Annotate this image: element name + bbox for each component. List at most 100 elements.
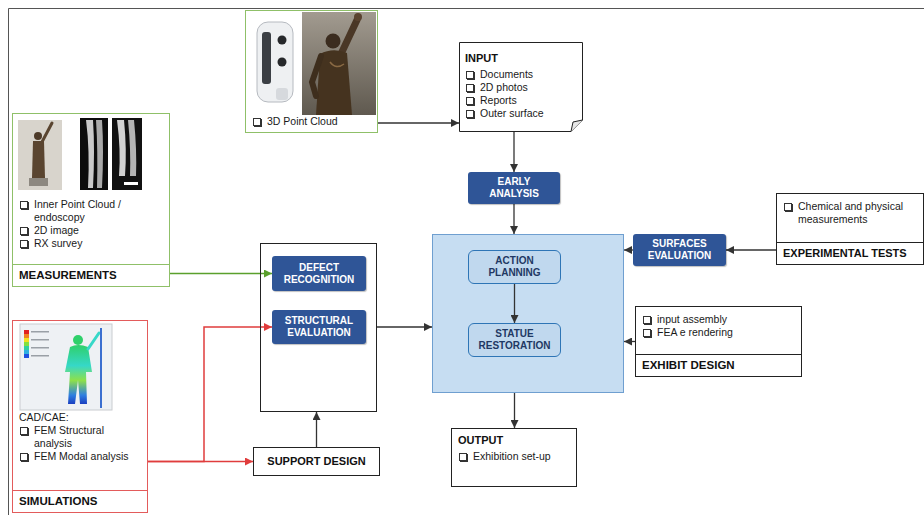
statue-head [326, 34, 341, 49]
flow-arrow [513, 204, 514, 234]
list-item: RX survey [19, 237, 163, 250]
museum-photo [18, 120, 62, 190]
flow-arrow [377, 326, 432, 327]
xray-leg [96, 120, 103, 188]
footer-label: EXPERIMENTAL TESTS [777, 242, 923, 264]
footer-label: MEASUREMENTS [13, 264, 169, 286]
fem-image [20, 324, 112, 410]
scanner-lens [278, 58, 287, 67]
process-box: SURFACES EVALUATION [633, 234, 726, 266]
colorbar-step [24, 330, 29, 334]
document-border [460, 43, 583, 132]
evaluation-group: DEFECT RECOGNITION STRUCTURAL EVALUATION [260, 243, 377, 412]
flow-arrow [148, 327, 272, 462]
xray-image [80, 118, 142, 190]
list-item: 2D image [19, 224, 163, 237]
flow-arrow [514, 284, 515, 323]
statue-hand [354, 13, 362, 21]
list-item: Documents [465, 68, 577, 81]
flow-arrow [316, 412, 317, 447]
list-item: Inner Point Cloud / endoscopy [19, 198, 163, 224]
step-box: ACTION PLANNING [468, 250, 561, 284]
list-item: FEM Modal analysis [19, 450, 141, 463]
document-fold [571, 120, 583, 132]
statue-highlight [330, 62, 344, 67]
footer-label: SIMULATIONS [13, 490, 147, 512]
legend-tick [31, 355, 49, 357]
flow-arrow [378, 122, 459, 123]
scale-bar [124, 182, 138, 185]
fem-body [65, 345, 92, 404]
input-document: INPUT Documents2D photosReportsOuter surf… [459, 42, 583, 132]
box-label: ACTION PLANNING [477, 255, 552, 279]
statue-arm [341, 20, 357, 54]
colorbar-step [24, 342, 29, 346]
page-frame [9, 9, 924, 515]
box-label: SUPPORT DESIGN [267, 455, 365, 468]
legend-tick [31, 347, 49, 349]
photo-ground [18, 120, 62, 190]
box-label: STATUE RESTORATION [477, 328, 552, 352]
plain-item: CAD/CAE: [19, 411, 141, 424]
box-label: DEFECT RECOGNITION [280, 262, 358, 286]
process-box: DEFECT RECOGNITION [272, 256, 366, 291]
list-item: input assembly [642, 313, 795, 326]
simulations-panel: CAD/CAE:FEM Structural analysisFEM Modal… [12, 320, 148, 513]
colorbar-step [24, 346, 29, 350]
fem-spear [100, 328, 102, 408]
legend-tick [31, 331, 49, 333]
list-item: 3D Point Cloud [252, 115, 371, 128]
scanner-photo [252, 16, 298, 112]
statue-arm [42, 123, 52, 142]
restoration-group: ACTION PLANNING STATUE RESTORATION [432, 234, 624, 393]
box-label: STRUCTURAL EVALUATION [280, 315, 358, 339]
process-box: EARLY ANALYSIS [468, 172, 560, 204]
scanner-lens [278, 36, 287, 45]
measurements-panel: Inner Point Cloud / endoscopy2D imageRX … [12, 113, 170, 287]
heading-text: OUTPUT [458, 433, 570, 447]
statue-body [32, 141, 45, 178]
colorbar-step [24, 334, 29, 338]
flow-arrow [726, 249, 776, 250]
list-item: FEA e rendering [642, 326, 795, 339]
flow-arrow [514, 393, 515, 428]
statue-photo [302, 12, 376, 115]
xray-leg [86, 120, 94, 188]
fem-arm [88, 333, 99, 349]
flow-arrow [624, 249, 633, 250]
scanner-grip [276, 88, 288, 100]
statue-base [29, 178, 48, 186]
xray-leg [117, 120, 126, 176]
flow-arrow [624, 341, 635, 342]
list-item: Chemical and physical measurements [783, 200, 917, 226]
xray-ground [80, 118, 108, 190]
statue-head [34, 132, 42, 140]
process-box: SUPPORT DESIGN [253, 447, 380, 476]
fem-head [73, 335, 83, 345]
exhibit-panel: input assemblyFEA e renderingEXHIBIT DES… [635, 306, 802, 377]
group-fill [432, 234, 624, 393]
list-item: FEM Structural analysis [19, 424, 141, 450]
flow-arrow [513, 132, 514, 172]
colorbar-step [24, 354, 29, 358]
process-box: STRUCTURAL EVALUATION [272, 310, 366, 344]
statue-arm [312, 56, 321, 96]
box-label: EARLY ANALYSIS [476, 176, 552, 200]
list-item: Reports [465, 94, 577, 107]
scanner-panel [262, 32, 271, 84]
colorbar-step [24, 338, 29, 342]
tests-panel: Chemical and physical measurementsEXPERI… [776, 193, 924, 265]
list-item: Outer surface [465, 107, 577, 120]
list-item: 2D photos [465, 81, 577, 94]
scan-panel: 3D Point Cloud [245, 10, 378, 133]
photo-ground [252, 16, 298, 112]
photo-ground [20, 324, 112, 410]
heading-text: INPUT [465, 51, 577, 65]
box-label: SURFACES EVALUATION [641, 238, 718, 262]
scanner-body [257, 22, 293, 102]
xray-leg [128, 120, 136, 176]
output-panel: OUTPUTExhibition set-up [451, 428, 577, 487]
flow-arrow [148, 461, 253, 463]
photo-ground [302, 12, 376, 115]
